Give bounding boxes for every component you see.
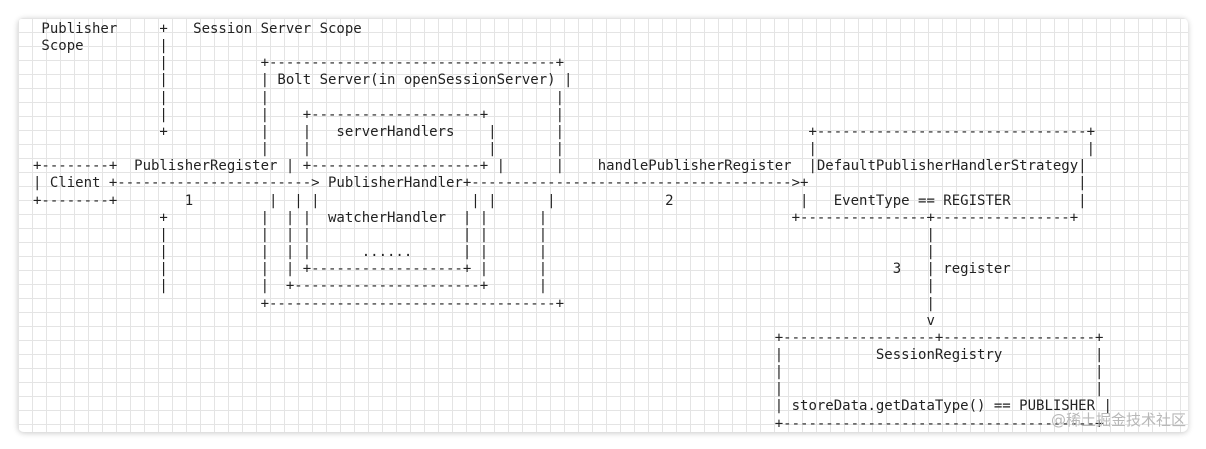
diagram-line: | | +--------------------+ | (33, 106, 565, 123)
watermark-text: @稀土掘金技术社区 (1050, 411, 1186, 429)
diagram-line: | SessionRegistry | (33, 346, 1104, 363)
diagram-canvas: Publisher + Session Server Scope Scope |… (18, 18, 1188, 432)
diagram-line: +--------+ PublisherRegister | +--------… (33, 158, 1087, 175)
diagram-line: Scope | (33, 38, 168, 55)
diagram-line: | | +----------------------+ | | (33, 278, 935, 295)
diagram-line: v (33, 312, 935, 329)
diagram-line: | +----------------------------------+ (33, 55, 565, 72)
diagram-line: | | | | | | (33, 141, 1096, 158)
diagram-line: + | | serverHandlers | | +--------------… (33, 123, 1096, 140)
diagram-line: +------------------+------------------+ (33, 329, 1104, 346)
diagram-line: | | | | ...... | | | | (33, 244, 935, 261)
diagram-line: + | | | watcherHandler | | | +----------… (33, 209, 1079, 226)
ascii-architecture-diagram: Publisher + Session Server Scope Scope |… (33, 21, 1112, 432)
diagram-line: | | (33, 381, 1104, 398)
diagram-line: | | (33, 364, 1104, 381)
diagram-line: | | | (33, 89, 565, 106)
diagram-line: | | | | | | | | (33, 226, 935, 243)
diagram-line: | | Bolt Server(in openSessionServer) | (33, 72, 573, 89)
diagram-line: | | | +------------------+ | | 3 | regis… (33, 261, 1011, 278)
diagram-line: +--------+ 1 | | | | | | 2 | EventType =… (33, 192, 1087, 209)
diagram-line: +-------------------------------------+ (33, 415, 1104, 432)
diagram-line: | storeData.getDataType() == PUBLISHER | (33, 398, 1112, 415)
diagram-line: Publisher + Session Server Scope (33, 21, 362, 37)
diagram-line: | Client +-----------------------> Publi… (33, 175, 1087, 192)
diagram-line: +----------------------------------+ | (33, 295, 935, 312)
